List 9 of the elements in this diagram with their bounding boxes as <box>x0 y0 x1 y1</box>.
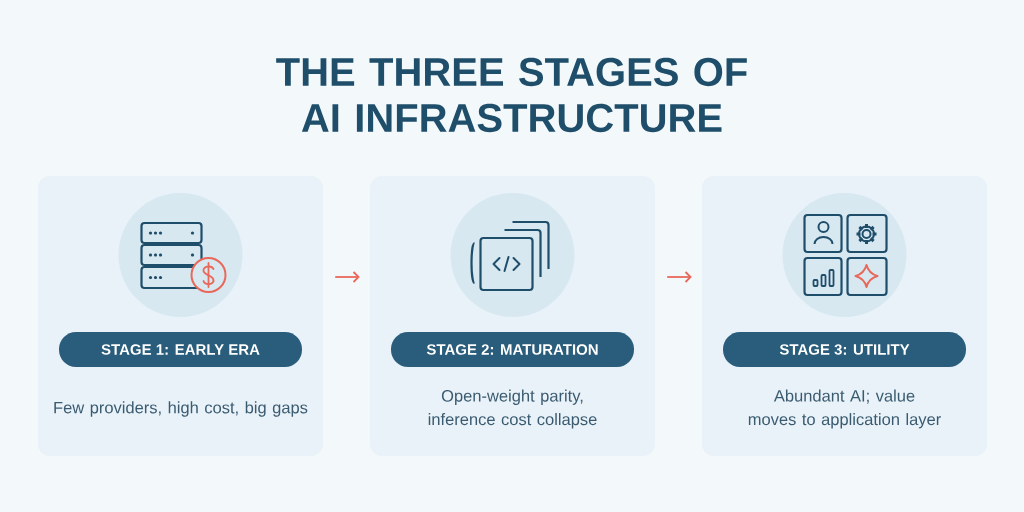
stage-description: Open-weight parity, inference cost collapse <box>428 389 597 429</box>
title: THE THREE STAGES OF AI INFRASTRUCTURE <box>276 57 747 133</box>
stage-description: Few providers, high cost, big gaps <box>54 401 308 417</box>
stage-pill: STAGE 2: MATURATION <box>391 332 634 367</box>
stage-pill: STAGE 3: UTILITY <box>723 332 966 367</box>
stage-pill: STAGE 1: EARLY ERA <box>59 332 302 367</box>
arrow <box>334 271 360 283</box>
stage-description: Abundant AI; value moves to application layer <box>748 389 941 429</box>
arrow <box>666 271 692 283</box>
